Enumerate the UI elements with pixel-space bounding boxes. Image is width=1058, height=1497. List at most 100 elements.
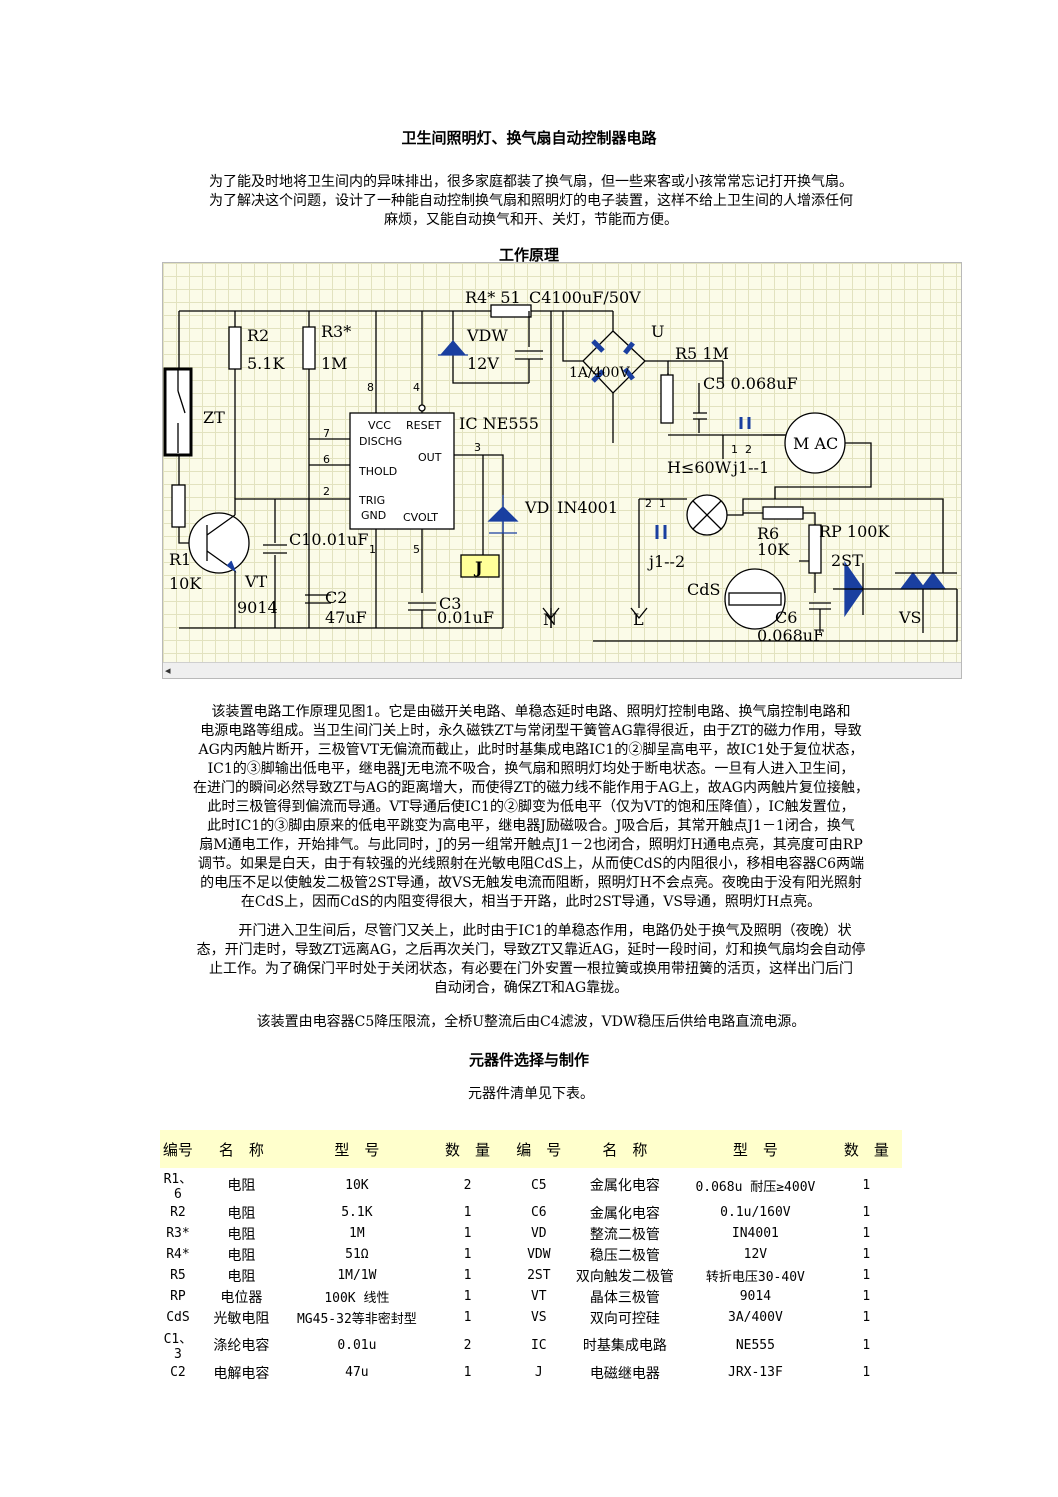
principle-line: 在CdS上，因而CdS的内阻变得很大，相当于开路，此时2ST导通，VS导通，照明… (240, 894, 822, 910)
schem-label: R4* 51 (465, 288, 521, 307)
schem-label: C2 (325, 588, 347, 607)
schem-label: 12V (467, 354, 499, 373)
schem-label: N (543, 610, 557, 629)
schem-label: IN4001 (557, 498, 618, 517)
schem-pin: 2 (323, 485, 330, 498)
table-cell: NE555 (735, 1337, 775, 1353)
door-line: 态，开门走时，导致ZT远离AG，之后再次关门，导致ZT又靠近AG，延时一段时间，… (196, 942, 866, 958)
table-cell: 0.068u 耐压≥400V (695, 1179, 816, 1195)
schem-pin: TRIG (358, 494, 385, 507)
schem-pin: 4 (413, 381, 420, 394)
schem-label: 10K (757, 540, 790, 559)
schem-label: R2 (247, 326, 269, 345)
table-cell: 1 (862, 1289, 871, 1304)
door-line: 开门进入卫生间后，尽管门又关上，此时由于IC1的单稳态作用，电路仍处于换气及照明… (210, 923, 852, 939)
principle-paragraph: 该装置电路工作原理见图1。它是由磁开关电路、单稳态延时电路、照明灯控制电路、换气… (160, 703, 902, 912)
col-header: 名 称 (569, 1130, 681, 1168)
schem-label: C5 0.068uF (703, 374, 798, 393)
table-cell: IC (530, 1337, 547, 1353)
schem-label: R1 (169, 550, 191, 569)
table-cell: 时基集成电路 (582, 1338, 667, 1354)
table-cell: 5.1K (341, 1205, 373, 1220)
schem-label: 0.01uF (437, 608, 494, 627)
schem-label: U (651, 322, 664, 341)
table-cell: R2 (170, 1205, 186, 1220)
intro-line: 为了解决这个问题，设计了一种能自动控制换气扇和照明灯的电子装置，这样不给上卫生间… (209, 193, 853, 209)
col-header: 名 称 (195, 1130, 287, 1168)
table-cell: 金属化电容 (589, 1178, 660, 1194)
schem-label: VS (898, 608, 922, 627)
schem-label: VD (524, 498, 549, 517)
schem-label: j1--2 (647, 552, 685, 571)
schem-label: IC NE555 (459, 414, 539, 433)
table-cell: 电阻 (227, 1247, 256, 1264)
table-cell: 100K 线性 (324, 1291, 390, 1306)
schem-label: 1M (321, 354, 348, 373)
table-cell: 电阻 (227, 1178, 256, 1194)
intro-line: 麻烦，又能自动换气和开、关灯，节能而方便。 (384, 212, 678, 228)
table-cell: 0.1u/160V (720, 1205, 791, 1220)
schem-pin: 1 (659, 497, 666, 510)
schem-pin: OUT (418, 451, 442, 464)
table-cell: IN4001 (731, 1226, 779, 1241)
section-heading-principle: 工作原理 (498, 246, 559, 264)
table-cell: 转折电压30-40V (705, 1270, 805, 1285)
schem-label: 10K (169, 574, 202, 593)
schem-label: VDW (466, 326, 508, 345)
table-cell: C1、3 (163, 1332, 193, 1362)
table-cell: VD (530, 1226, 547, 1241)
scroll-left-icon[interactable]: ◂ (165, 664, 171, 677)
table-cell: CdS (166, 1310, 190, 1325)
table-cell: 51Ω (345, 1247, 369, 1262)
schem-label: RP 100K (819, 522, 890, 541)
table-cell: C2 (170, 1365, 186, 1380)
principle-line: 此时IC1的③脚由原来的低电平跳变为高电平，继电器J励磁吸合。J吸合后，其常开触… (207, 818, 855, 834)
schem-label: 0.068uF (757, 626, 824, 645)
table-cell: 电阻 (227, 1268, 256, 1285)
schem-label: C10.01uF (289, 530, 368, 549)
table-cell: 电阻 (227, 1205, 256, 1222)
col-header: 型 号 (680, 1130, 831, 1168)
schem-pin: 7 (323, 427, 330, 440)
document-title: 卫生间照明灯、换气扇自动控制器电路 (401, 129, 657, 147)
table-cell: JRX-13F (728, 1365, 783, 1380)
table-cell: 9014 (739, 1289, 772, 1304)
schem-pin: THOLD (358, 465, 397, 478)
door-line: 止工作。为了确保门平时处于关闭状态，有必要在门外安置一根拉簧或换用带扭簧的活页，… (209, 961, 853, 977)
schem-label: C6 (775, 608, 797, 627)
table-cell: 1 (862, 1177, 871, 1193)
col-header: 数 量 (426, 1130, 509, 1168)
schem-label: 9014 (237, 598, 278, 617)
schem-label: VT (244, 572, 268, 591)
schem-label: 2ST (831, 551, 863, 570)
table-cell: 2 (463, 1337, 472, 1353)
schem-label: 5.1K (247, 354, 285, 373)
schem-label: CdS (687, 580, 720, 599)
table-cell: R4* (166, 1247, 190, 1262)
table-cell: RP (170, 1289, 186, 1304)
table-cell: 涤纶电容 (213, 1338, 270, 1354)
table-cell: J (534, 1365, 543, 1380)
horizontal-scrollbar[interactable]: ◂ (163, 662, 961, 678)
principle-line: 的电压不足以使触发二极管2ST导通，故VS无触发电流而阻断，照明灯H不会点亮。夜… (200, 875, 862, 891)
table-cell: 双向可控硅 (589, 1310, 660, 1327)
table-cell: 47u (345, 1365, 369, 1380)
table-cell: 1 (862, 1268, 871, 1283)
schem-pin: 3 (474, 441, 481, 454)
table-cell: C6 (530, 1205, 547, 1220)
schem-pin: VCC (368, 419, 391, 432)
table-cell: 电位器 (220, 1289, 263, 1306)
col-header: 型 号 (286, 1130, 427, 1168)
table-cell: 1 (463, 1205, 472, 1220)
schem-pin: CVOLT (403, 511, 438, 524)
schem-label: J (473, 558, 483, 577)
schem-label: C3 (439, 594, 461, 613)
